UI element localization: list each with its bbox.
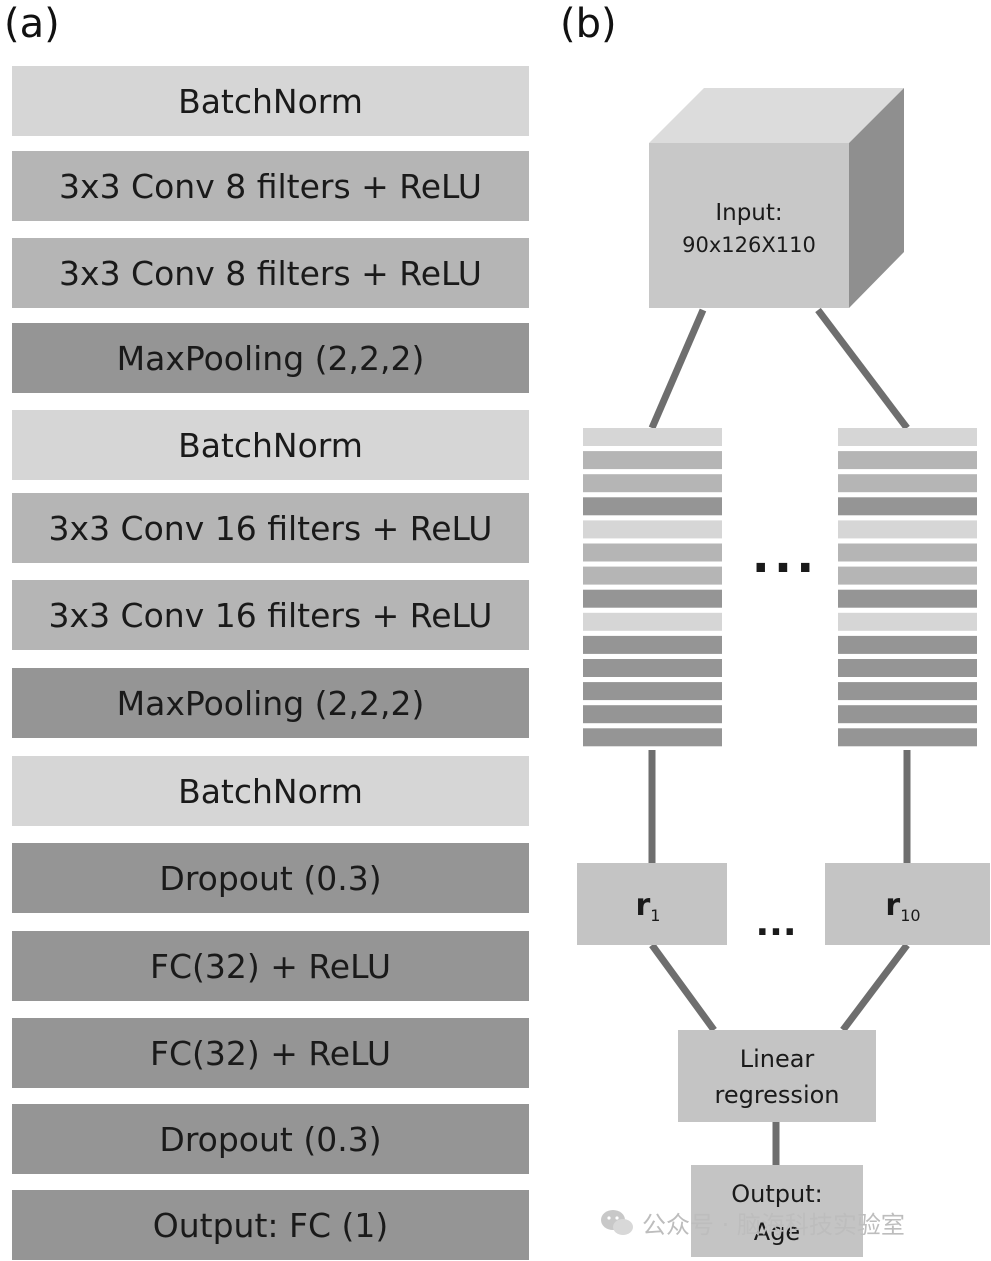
- mini-layer: [583, 635, 722, 654]
- linreg-line1: Linear: [740, 1045, 815, 1073]
- wechat-icon: [601, 1209, 633, 1235]
- layer-block: 3x3 Conv 8 filters + ReLU: [12, 151, 529, 221]
- mini-layer: [583, 589, 722, 608]
- layer-block: Dropout (0.3): [12, 843, 529, 913]
- connectors: [648, 307, 911, 1165]
- mini-layer: [583, 474, 722, 493]
- input-dims: 90x126X110: [682, 233, 816, 257]
- input-cube: Input: 90x126X110: [649, 88, 904, 308]
- layer-block: Output: FC (1): [12, 1190, 529, 1260]
- output-line2: Age: [754, 1218, 800, 1246]
- mini-stack-left: [583, 428, 722, 747]
- mini-layer: [838, 589, 977, 608]
- r1-box: r1: [577, 863, 727, 945]
- mini-layer: [583, 543, 722, 562]
- mini-layer: [838, 635, 977, 654]
- mini-layer: [583, 705, 722, 724]
- mini-layer: [838, 497, 977, 516]
- mini-layer: [838, 659, 977, 677]
- layer-block: BatchNorm: [12, 66, 529, 136]
- mini-layer: [838, 612, 977, 631]
- r1-symbol: r1: [636, 888, 661, 925]
- ellipsis-r: ...: [755, 903, 796, 944]
- layer-block: MaxPooling (2,2,2): [12, 668, 529, 738]
- mini-layer: [838, 728, 977, 747]
- mini-layer: [583, 682, 722, 701]
- mini-layer: [838, 520, 977, 539]
- connector-input-right: [815, 307, 910, 431]
- mini-layer: [838, 705, 977, 724]
- output-line1: Output:: [731, 1180, 822, 1208]
- output-box: Output: Age: [691, 1165, 863, 1257]
- layer-block: FC(32) + ReLU: [12, 1018, 529, 1088]
- ellipsis-models: ...: [752, 528, 819, 584]
- mini-layer: [583, 520, 722, 539]
- layer-block: BatchNorm: [12, 756, 529, 826]
- linreg-line2: regression: [714, 1081, 839, 1109]
- r10-box: r10: [825, 863, 990, 945]
- mini-layer: [838, 474, 977, 493]
- mini-layer: [583, 728, 722, 747]
- connector-input-left: [648, 308, 707, 430]
- r10-symbol: r10: [885, 888, 920, 925]
- mini-layer: [838, 428, 977, 446]
- layer-block: 3x3 Conv 8 filters + ReLU: [12, 238, 529, 308]
- layer-block: Dropout (0.3): [12, 1104, 529, 1174]
- watermark: 公众号 · 脑海科技实验室: [600, 1205, 905, 1240]
- mini-layer: [583, 566, 722, 585]
- linear-regression-box: Linear regression: [678, 1030, 876, 1122]
- mini-layer: [583, 428, 722, 446]
- watermark-text: 公众号 · 脑海科技实验室: [642, 1211, 905, 1239]
- mini-layer: [583, 612, 722, 631]
- mini-layer: [838, 682, 977, 701]
- layer-block: MaxPooling (2,2,2): [12, 323, 529, 393]
- panel-label-a: (a): [4, 1, 60, 47]
- mini-layer: [838, 543, 977, 562]
- layer-block: 3x3 Conv 16 filters + ReLU: [12, 580, 529, 650]
- mini-layer: [583, 659, 722, 677]
- input-label: Input:: [715, 200, 782, 226]
- layer-block: 3x3 Conv 16 filters + ReLU: [12, 493, 529, 563]
- panel-label-b: (b): [560, 1, 617, 47]
- mini-layer: [838, 451, 977, 470]
- mini-layer: [583, 451, 722, 470]
- layer-block: BatchNorm: [12, 410, 529, 480]
- mini-layer: [583, 497, 722, 516]
- mini-layer: [838, 566, 977, 585]
- mini-stack-right: [838, 428, 977, 747]
- connector-r1-linreg: [649, 942, 717, 1033]
- layer-block: FC(32) + ReLU: [12, 931, 529, 1001]
- connector-r10-linreg: [840, 942, 910, 1033]
